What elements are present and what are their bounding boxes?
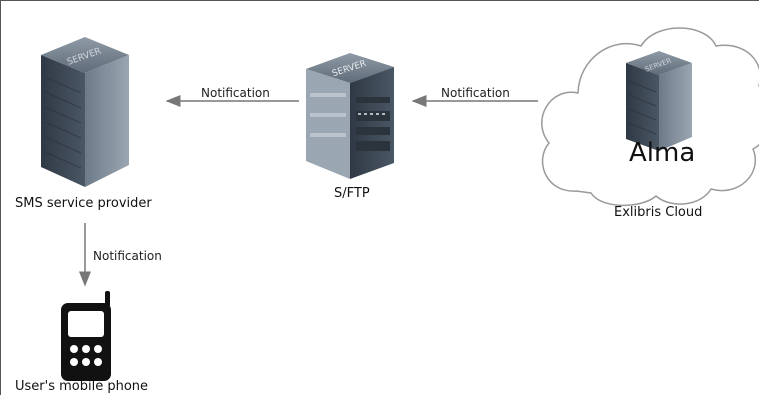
alma-label: Alma (629, 138, 696, 168)
edge-label-sms-phone: Notification (93, 249, 162, 263)
cloud-server-icon: SERVER (626, 51, 692, 151)
edge-label-cloud-sftp: Notification (441, 86, 510, 100)
server-icon: SERVER (41, 37, 129, 187)
server-rack-icon: SERVER (306, 53, 394, 179)
mobile-phone-icon (61, 291, 111, 381)
sms-provider-label: SMS service provider (15, 196, 152, 211)
phone-label: User's mobile phone (15, 379, 149, 394)
sftp-label: S/FTP (334, 186, 370, 201)
cloud-label: Exlibris Cloud (614, 205, 703, 220)
edge-label-sftp-sms: Notification (201, 86, 270, 100)
